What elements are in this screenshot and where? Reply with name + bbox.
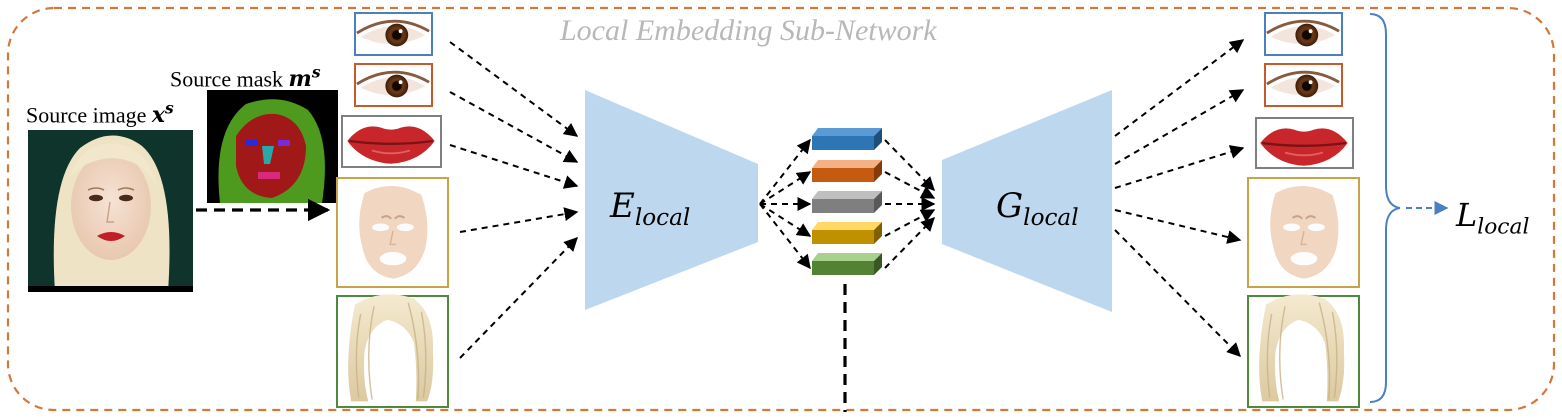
diagram-title: Local Embedding Sub-Network [560, 14, 937, 47]
source-mask-label: Source mask ms [170, 64, 321, 93]
source-image-label: Source image xs [26, 100, 174, 129]
input-lips-patch [341, 115, 442, 168]
output-left-eye-patch [1264, 12, 1343, 56]
input-left-eye-patch [354, 12, 433, 56]
arrows-decoder-to-outputs [1114, 39, 1245, 357]
embedding-block-right-eye [812, 160, 882, 182]
embedding-block-lips [812, 191, 882, 213]
encoder-trapezoid [585, 90, 758, 310]
output-hair-patch [1247, 293, 1360, 408]
output-face-skin-patch [1247, 177, 1360, 288]
arrows-embeddings-to-decoder [884, 139, 936, 269]
source-image [28, 130, 193, 292]
input-face-skin-patch [336, 177, 449, 288]
source-mask [207, 90, 338, 203]
input-hair-patch [336, 293, 449, 408]
loss-label: Llocal [1456, 196, 1530, 240]
output-right-eye-patch [1264, 63, 1343, 107]
decoder-trapezoid [942, 90, 1112, 312]
embedding-block-face [812, 222, 882, 244]
encoder-label: Elocal [610, 186, 691, 231]
embedding-blocks [812, 128, 882, 275]
embedding-block-left-eye [812, 128, 882, 150]
arrows-encoder-to-embeddings [759, 138, 812, 270]
embedding-block-hair [812, 253, 882, 275]
input-right-eye-patch [354, 63, 433, 107]
output-lips-patch [1255, 117, 1354, 169]
output-curly-brace [1369, 13, 1401, 403]
sub-network-frame [6, 6, 1556, 412]
decoder-label: Glocal [996, 186, 1079, 231]
arrows-patches-to-encoder [449, 41, 579, 359]
